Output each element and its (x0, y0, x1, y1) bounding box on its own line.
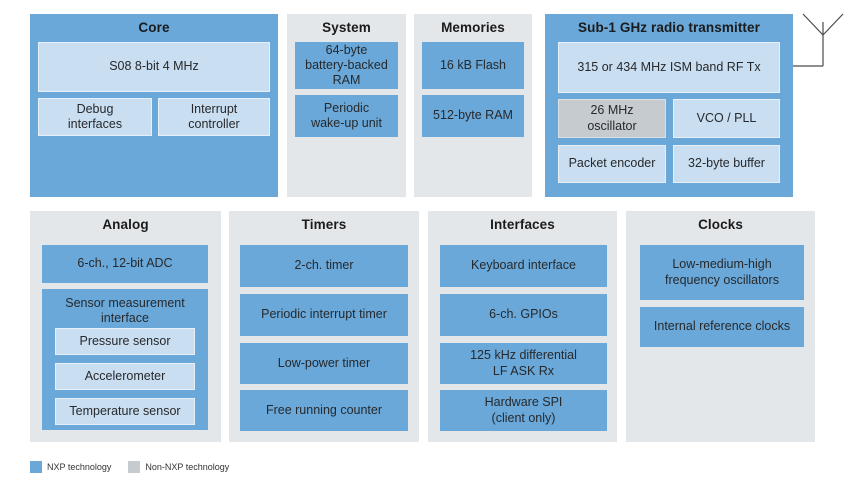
block-vco-pll: VCO / PLL (673, 99, 780, 138)
block-adc: 6-ch., 12-bit ADC (42, 245, 208, 283)
timers-title: Timers (301, 217, 347, 232)
nxp-technology-label: NXP technology (47, 462, 112, 472)
block-interrupt-controller: Interrupt controller (158, 98, 270, 136)
block-low-power-timer: Low-power timer (240, 343, 408, 384)
block-sensor-measurement-interface: Sensor measurement interface Pressure se… (42, 289, 208, 430)
block-periodic-wakeup-unit: Periodic wake-up unit (295, 95, 398, 137)
nxp-technology-swatch (30, 461, 42, 473)
radio-title: Sub-1 GHz radio transmitter (578, 20, 760, 35)
system-section: System 64-byte battery-backed RAM Period… (287, 14, 406, 197)
block-keyboard-interface: Keyboard interface (440, 245, 607, 287)
radio-section: Sub-1 GHz radio transmitter 315 or 434 M… (545, 14, 793, 197)
timers-section: Timers 2-ch. timer Periodic interrupt ti… (229, 211, 419, 442)
block-pressure-sensor: Pressure sensor (55, 328, 195, 355)
block-battery-backed-ram: 64-byte battery-backed RAM (295, 42, 398, 89)
block-periodic-interrupt-timer: Periodic interrupt timer (240, 294, 408, 336)
clocks-title: Clocks (698, 217, 743, 232)
interfaces-title: Interfaces (490, 217, 555, 232)
block-frequency-oscillators: Low-medium-high frequency oscillators (640, 245, 804, 300)
block-32byte-buffer: 32-byte buffer (673, 145, 780, 183)
clocks-section: Clocks Low-medium-high frequency oscilla… (626, 211, 815, 442)
sensor-measurement-interface-label: Sensor measurement interface (65, 296, 185, 326)
block-hardware-spi: Hardware SPI (client only) (440, 390, 607, 431)
interfaces-section: Interfaces Keyboard interface 6-ch. GPIO… (428, 211, 617, 442)
block-flash: 16 kB Flash (422, 42, 524, 89)
block-debug-interfaces: Debug interfaces (38, 98, 152, 136)
block-26mhz-oscillator: 26 MHz oscillator (558, 99, 666, 138)
analog-title: Analog (102, 217, 149, 232)
block-accelerometer: Accelerometer (55, 363, 195, 390)
memories-title: Memories (441, 20, 505, 35)
block-free-running-counter: Free running counter (240, 390, 408, 431)
block-temperature-sensor: Temperature sensor (55, 398, 195, 425)
block-s08-cpu: S08 8-bit 4 MHz (38, 42, 270, 92)
non-nxp-technology-swatch (128, 461, 141, 473)
block-internal-reference-clocks: Internal reference clocks (640, 307, 804, 347)
block-packet-encoder: Packet encoder (558, 145, 666, 183)
antenna-icon (793, 13, 844, 67)
block-ram: 512-byte RAM (422, 95, 524, 137)
memories-section: Memories 16 kB Flash 512-byte RAM (414, 14, 532, 197)
block-rf-tx: 315 or 434 MHz ISM band RF Tx (558, 42, 780, 93)
analog-section: Analog 6-ch., 12-bit ADC Sensor measurem… (30, 211, 221, 442)
non-nxp-technology-label: Non-NXP technology (145, 462, 230, 472)
block-lf-ask-rx: 125 kHz differential LF ASK Rx (440, 343, 607, 384)
legend: NXP technology Non-NXP technology (30, 461, 246, 473)
core-section: Core S08 8-bit 4 MHz Debug interfaces In… (30, 14, 278, 197)
block-2ch-timer: 2-ch. timer (240, 245, 408, 287)
system-title: System (322, 20, 371, 35)
core-title: Core (138, 20, 170, 35)
block-gpios: 6-ch. GPIOs (440, 294, 607, 336)
